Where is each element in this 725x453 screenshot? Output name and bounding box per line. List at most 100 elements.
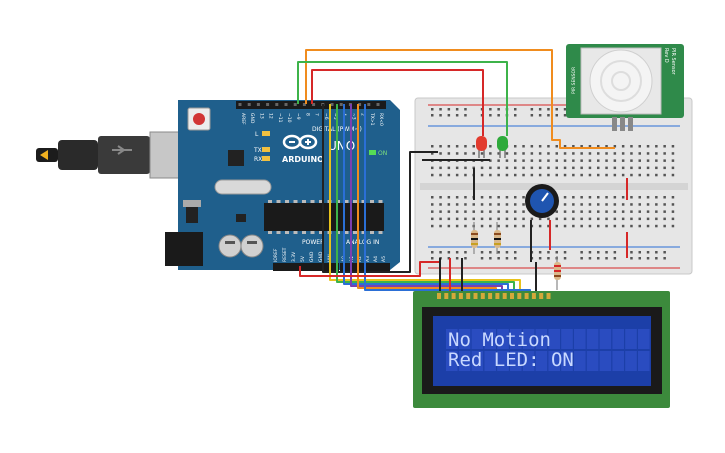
digital-pin[interactable] xyxy=(275,103,279,106)
bb-hole xyxy=(439,217,442,221)
rail-hole xyxy=(563,108,567,111)
bb-hole xyxy=(646,159,650,162)
bb-hole xyxy=(621,224,625,228)
bb-hole xyxy=(597,217,600,221)
bb-hole xyxy=(447,203,451,206)
voltage-regulator xyxy=(186,205,198,223)
bb-hole xyxy=(505,152,509,155)
chip-pin xyxy=(285,200,289,203)
lcd-pin xyxy=(458,293,463,299)
bb-hole xyxy=(588,210,592,213)
bb-hole xyxy=(455,196,459,199)
rail-hole xyxy=(514,251,517,254)
bb-hole xyxy=(522,159,525,162)
bb-hole xyxy=(597,173,600,177)
chip-pin xyxy=(268,200,272,203)
digital-pin[interactable] xyxy=(284,103,288,106)
bb-hole xyxy=(538,166,542,170)
bb-hole xyxy=(514,166,517,170)
bb-hole xyxy=(613,203,617,206)
bb-hole xyxy=(621,196,625,199)
bb-hole xyxy=(671,196,675,199)
bb-hole xyxy=(663,166,666,170)
bb-hole xyxy=(572,224,575,228)
bb-hole xyxy=(464,217,467,221)
bb-hole xyxy=(655,196,658,199)
bb-hole xyxy=(588,203,592,206)
usb-cable-body xyxy=(58,140,98,170)
bb-hole xyxy=(621,173,625,177)
bb-hole xyxy=(671,203,675,206)
bb-hole xyxy=(597,166,600,170)
arduino-logo-text: ARDUINO xyxy=(282,155,324,164)
digital-pin[interactable] xyxy=(256,103,260,106)
bb-hole xyxy=(522,173,525,177)
wire-blue xyxy=(343,104,509,292)
bb-hole xyxy=(530,173,534,177)
digital-pin-label: 13 xyxy=(258,113,264,119)
rail-hole xyxy=(580,251,583,254)
bb-hole xyxy=(580,196,583,199)
digital-pin[interactable] xyxy=(367,103,371,106)
bb-hole xyxy=(655,152,658,155)
bb-hole xyxy=(489,217,492,221)
bb-hole xyxy=(646,224,650,228)
rail-hole xyxy=(431,108,434,111)
green-led-body xyxy=(497,136,508,151)
bb-hole xyxy=(613,159,617,162)
digital-pin[interactable] xyxy=(266,103,270,106)
digital-pin[interactable] xyxy=(339,103,343,106)
lcd-char-cell xyxy=(522,329,535,349)
bb-hole xyxy=(572,210,575,213)
lcd-char-cell xyxy=(599,329,612,349)
bb-hole xyxy=(522,196,525,199)
pir-pin-vcc xyxy=(628,117,633,131)
rail-hole xyxy=(439,251,442,254)
wire-green-lcd xyxy=(336,104,515,292)
bb-hole xyxy=(580,166,583,170)
bb-hole xyxy=(505,217,509,221)
lcd-char-cell xyxy=(574,351,586,371)
rail-hole xyxy=(655,251,658,254)
rail-hole xyxy=(464,108,467,111)
power-jack xyxy=(165,232,203,266)
digital-pin[interactable] xyxy=(358,103,362,106)
digital-pin[interactable] xyxy=(302,103,306,106)
digital-pin[interactable] xyxy=(330,103,334,106)
bb-hole xyxy=(663,196,666,199)
bb-hole xyxy=(447,196,451,199)
bb-hole xyxy=(572,217,575,221)
digital-pin-label: TX>1 xyxy=(369,112,375,126)
bb-hole xyxy=(514,145,517,148)
bb-hole xyxy=(580,210,583,213)
bb-hole xyxy=(538,173,542,177)
digital-pin[interactable] xyxy=(312,103,316,106)
lcd-char-cell xyxy=(599,351,612,371)
bb-hole xyxy=(630,173,633,177)
red-led-body xyxy=(476,136,487,151)
bb-hole xyxy=(572,152,575,155)
digital-pin-label: ~3 xyxy=(350,113,356,120)
bb-hole xyxy=(547,159,550,162)
rail-hole xyxy=(563,257,567,260)
digital-pin[interactable] xyxy=(293,103,297,106)
rail-hole xyxy=(464,257,467,260)
digital-pin[interactable] xyxy=(247,103,251,106)
lcd-pin xyxy=(524,293,529,299)
bb-hole xyxy=(621,166,625,170)
lcd-char-cell xyxy=(625,329,637,349)
digital-pin[interactable] xyxy=(238,103,242,106)
bb-hole xyxy=(597,145,600,148)
lcd-char-cell xyxy=(522,351,535,371)
bb-hole xyxy=(522,210,525,213)
bb-hole xyxy=(572,166,575,170)
lcd-char-cell xyxy=(446,351,458,371)
digital-pin[interactable] xyxy=(376,103,380,106)
bb-hole xyxy=(480,210,484,213)
chip-pin xyxy=(276,200,281,203)
rail-hole xyxy=(538,108,542,111)
lcd-char-cell xyxy=(471,351,484,371)
rail-hole xyxy=(605,251,608,254)
power-label: POWER xyxy=(302,239,324,246)
chip-pin xyxy=(268,231,272,234)
